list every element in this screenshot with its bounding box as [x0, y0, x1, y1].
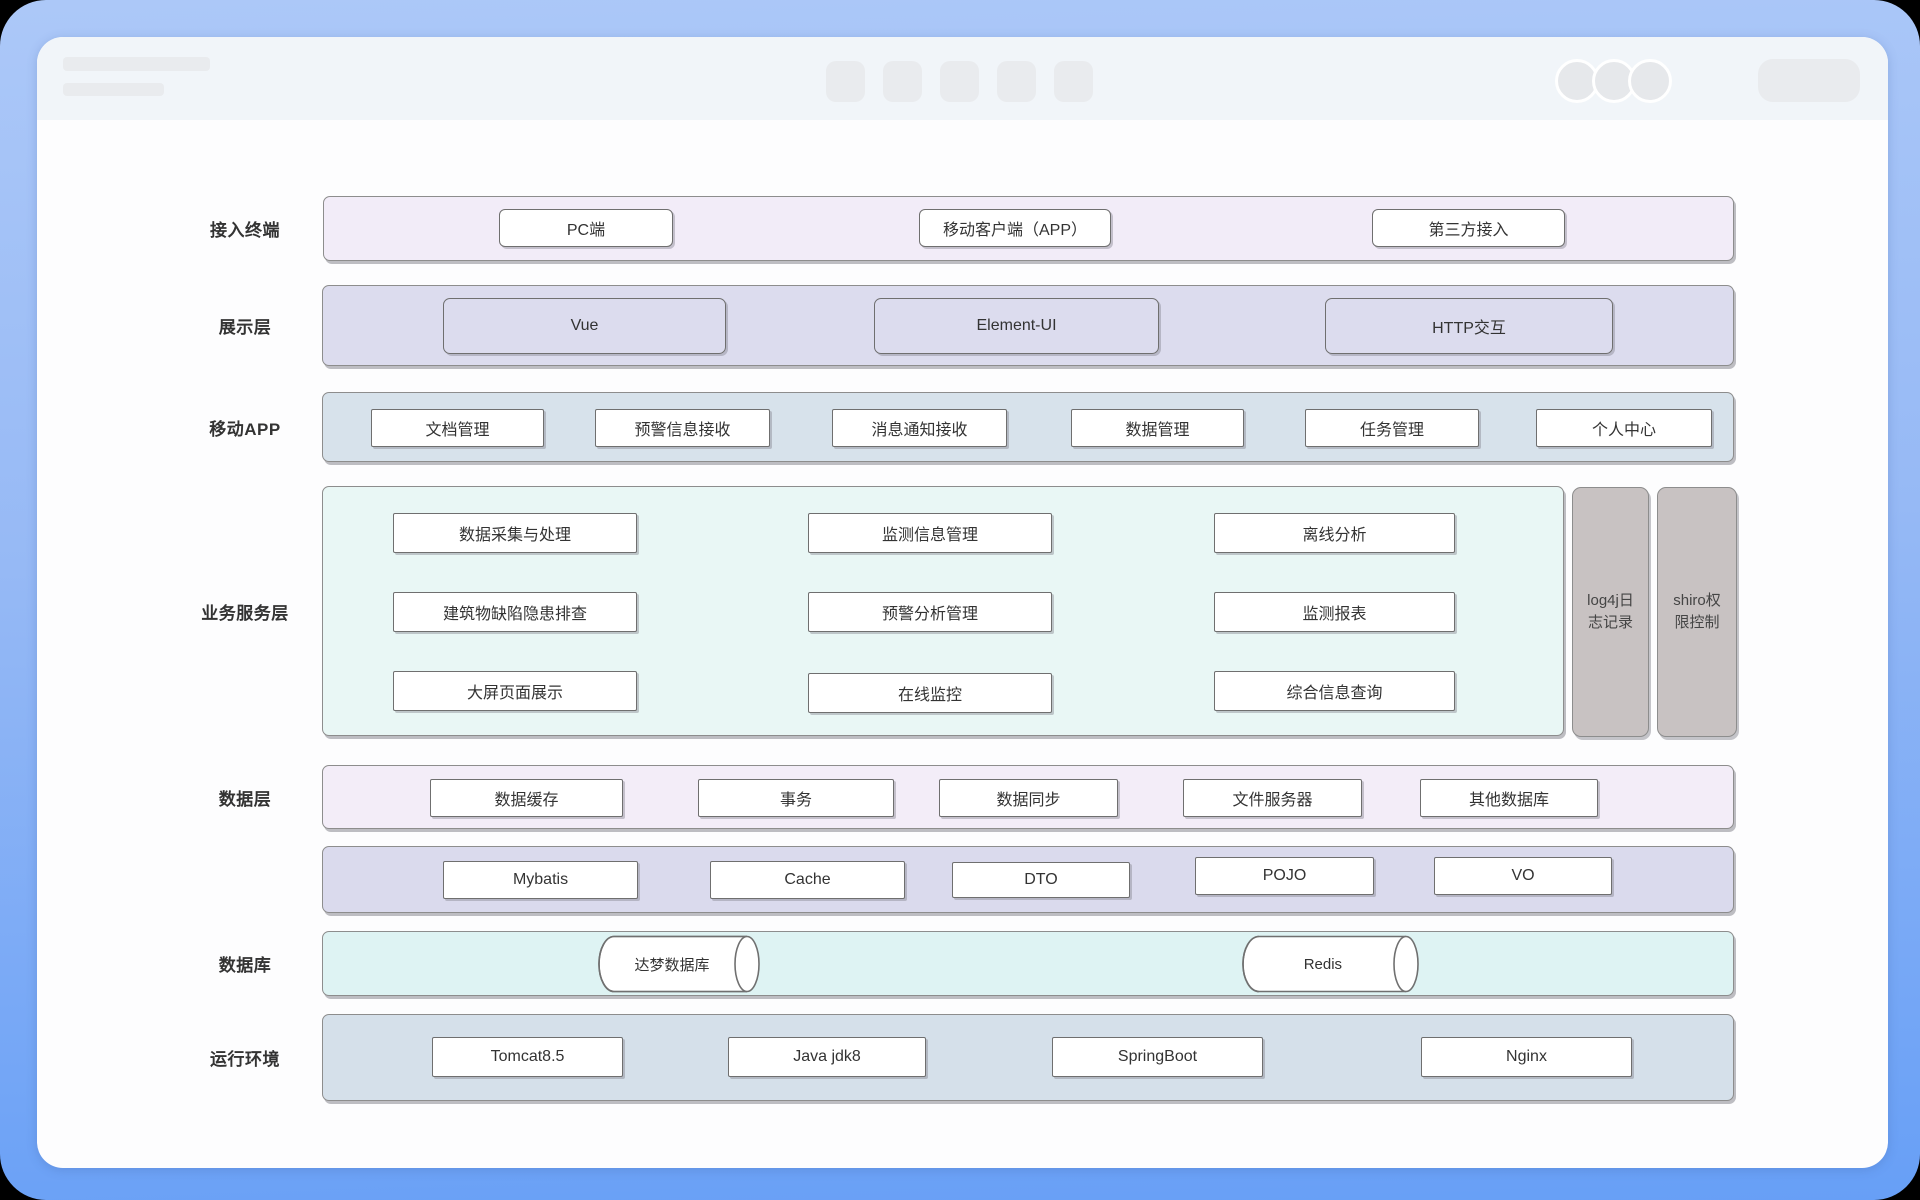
layer-label-database: 数据库: [218, 956, 272, 975]
node-data-management[interactable]: 数据管理: [1071, 409, 1244, 447]
layer-presentation: Vue Element-UI HTTP交互: [322, 285, 1734, 366]
browser-chrome: [37, 37, 1888, 120]
node-personal-center[interactable]: 个人中心: [1536, 409, 1712, 447]
layer-access-terminals: PC端 移动客户端（APP） 第三方接入: [323, 196, 1734, 261]
layer-label-business-service: 业务服务层: [201, 603, 289, 623]
node-monitoring-report[interactable]: 监测报表: [1214, 592, 1455, 632]
node-pojo[interactable]: POJO: [1195, 857, 1374, 895]
node-document-management[interactable]: 文档管理: [371, 409, 544, 447]
node-redis-label: Redis: [1303, 955, 1343, 973]
avatar-circle-icon: [1628, 59, 1672, 103]
node-java-jdk8[interactable]: Java jdk8: [728, 1037, 926, 1077]
node-building-defect-inspection[interactable]: 建筑物缺陷隐患排查: [393, 592, 637, 632]
node-comprehensive-info-query[interactable]: 综合信息查询: [1214, 671, 1455, 711]
tab-placeholder-icon: [826, 61, 865, 102]
layer-runtime: Tomcat8.5 Java jdk8 SpringBoot Nginx: [322, 1014, 1734, 1101]
tab-placeholder-icon: [1054, 61, 1093, 102]
node-mybatis[interactable]: Mybatis: [443, 861, 638, 899]
node-redis[interactable]: Redis: [1241, 935, 1419, 993]
layer-label-presentation: 展示层: [218, 318, 272, 337]
node-warning-info-receive[interactable]: 预警信息接收: [595, 409, 770, 447]
node-task-management[interactable]: 任务管理: [1305, 409, 1479, 447]
node-http-interaction[interactable]: HTTP交互: [1325, 298, 1613, 354]
node-offline-analysis[interactable]: 离线分析: [1214, 513, 1455, 553]
tab-placeholder-icon: [997, 61, 1036, 102]
node-vo[interactable]: VO: [1434, 857, 1612, 895]
layer-label-runtime: 运行环境: [210, 1050, 280, 1069]
node-transaction[interactable]: 事务: [698, 779, 894, 817]
node-log4j-logging[interactable]: log4j日志记录: [1572, 487, 1649, 737]
node-dto[interactable]: DTO: [952, 862, 1130, 898]
node-tomcat[interactable]: Tomcat8.5: [432, 1037, 623, 1077]
node-online-monitoring[interactable]: 在线监控: [808, 673, 1052, 713]
layer-label-access: 接入终端: [210, 221, 280, 240]
node-data-cache[interactable]: 数据缓存: [430, 779, 623, 817]
node-pc-client[interactable]: PC端: [499, 209, 673, 247]
title-placeholder-bar: [63, 57, 210, 71]
layer-data: 数据缓存 事务 数据同步 文件服务器 其他数据库: [322, 765, 1734, 829]
node-mobile-client-app[interactable]: 移动客户端（APP）: [919, 209, 1111, 247]
node-springboot[interactable]: SpringBoot: [1052, 1037, 1263, 1077]
action-pill-placeholder: [1758, 59, 1860, 102]
node-dameng-database-label: 达梦数据库: [634, 956, 710, 974]
node-warning-analysis-management[interactable]: 预警分析管理: [808, 592, 1052, 632]
layer-label-mobile-app: 移动APP: [209, 419, 281, 439]
node-third-party-access[interactable]: 第三方接入: [1372, 209, 1565, 247]
tab-placeholder-icon: [940, 61, 979, 102]
node-vue[interactable]: Vue: [443, 298, 726, 354]
layer-mobile-app: 文档管理 预警信息接收 消息通知接收 数据管理 任务管理 个人中心: [322, 392, 1734, 462]
layer-persistence: Mybatis Cache DTO POJO VO: [322, 846, 1734, 913]
node-data-collection-processing[interactable]: 数据采集与处理: [393, 513, 637, 553]
node-file-server[interactable]: 文件服务器: [1183, 779, 1362, 817]
node-cache[interactable]: Cache: [710, 861, 905, 899]
node-monitoring-info-management[interactable]: 监测信息管理: [808, 513, 1052, 553]
layer-label-data: 数据层: [218, 789, 272, 809]
node-big-screen-display[interactable]: 大屏页面展示: [393, 671, 637, 711]
node-message-notify-receive[interactable]: 消息通知接收: [832, 409, 1007, 447]
node-dameng-database[interactable]: 达梦数据库: [597, 935, 760, 993]
node-data-sync[interactable]: 数据同步: [939, 779, 1118, 817]
layer-database: 达梦数据库 Redis: [322, 931, 1734, 996]
browser-window: 接入终端 展示层 移动APP 业务服务层 数据层 数据库 运行环境 PC端 移动…: [37, 37, 1888, 1168]
node-nginx[interactable]: Nginx: [1421, 1037, 1632, 1077]
node-element-ui[interactable]: Element-UI: [874, 298, 1159, 354]
node-shiro-permission-control[interactable]: shiro权限控制: [1657, 487, 1737, 737]
tab-placeholder-icon: [883, 61, 922, 102]
subtitle-placeholder-bar: [63, 83, 164, 96]
layer-business-service: 数据采集与处理 监测信息管理 离线分析 建筑物缺陷隐患排查 预警分析管理 监测报…: [322, 486, 1564, 736]
avatar-circle-icon: [1555, 59, 1599, 103]
node-other-database[interactable]: 其他数据库: [1420, 779, 1598, 817]
